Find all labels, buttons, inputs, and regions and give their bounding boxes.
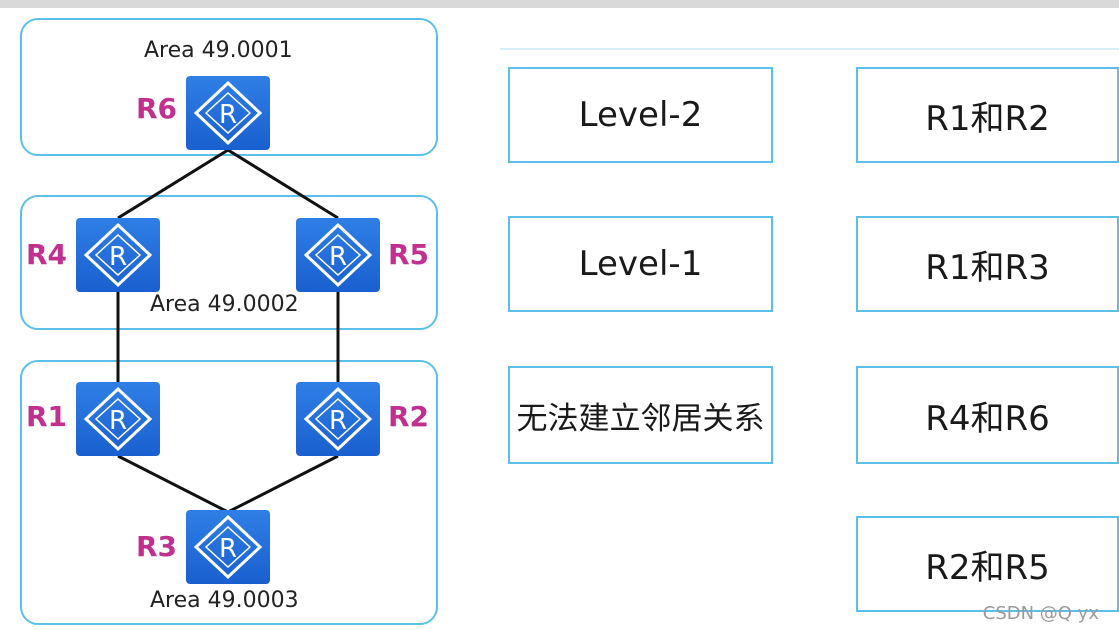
option-r2-r5[interactable]: R2和R5 xyxy=(856,516,1119,612)
router-letter: R xyxy=(329,406,347,436)
router-letter: R xyxy=(219,100,237,130)
router-icon: R xyxy=(186,510,270,584)
link-r1-r3 xyxy=(117,454,229,514)
option-r1-r3[interactable]: R1和R3 xyxy=(856,216,1119,312)
router-icon: R xyxy=(76,382,160,456)
router-letter: R xyxy=(219,534,237,564)
router-label-r6: R6 xyxy=(136,92,178,125)
link-r6-r5 xyxy=(227,148,339,220)
option-level-2[interactable]: Level-2 xyxy=(508,67,773,163)
option-r4-r6[interactable]: R4和R6 xyxy=(856,366,1119,464)
topology-links xyxy=(116,148,340,514)
link-r6-r4 xyxy=(117,148,229,220)
option-r1-r2[interactable]: R1和R2 xyxy=(856,67,1119,163)
top-bar xyxy=(0,0,1119,8)
router-label-r3: R3 xyxy=(136,530,178,563)
watermark: CSDN @Q yx xyxy=(982,603,1099,624)
router-label-r4: R4 xyxy=(26,238,68,271)
router-letter: R xyxy=(109,406,127,436)
router-label-r2: R2 xyxy=(388,400,430,433)
router-letter: R xyxy=(109,242,127,272)
router-letter: R xyxy=(329,242,347,272)
option-level-1[interactable]: Level-1 xyxy=(508,216,773,312)
router-icon: R xyxy=(296,382,380,456)
header-rule xyxy=(500,48,1119,50)
area-label-49-0001: Area 49.0001 xyxy=(144,38,293,63)
option-no-adjacency[interactable]: 无法建立邻居关系 xyxy=(508,366,773,464)
area-label-49-0002: Area 49.0002 xyxy=(150,292,299,317)
link-r2-r3 xyxy=(227,454,339,514)
router-label-r1: R1 xyxy=(26,400,68,433)
router-icon: R xyxy=(76,218,160,292)
area-label-49-0003: Area 49.0003 xyxy=(150,588,299,613)
router-label-r5: R5 xyxy=(388,238,430,271)
router-icon: R xyxy=(296,218,380,292)
router-icon: R xyxy=(186,76,270,150)
